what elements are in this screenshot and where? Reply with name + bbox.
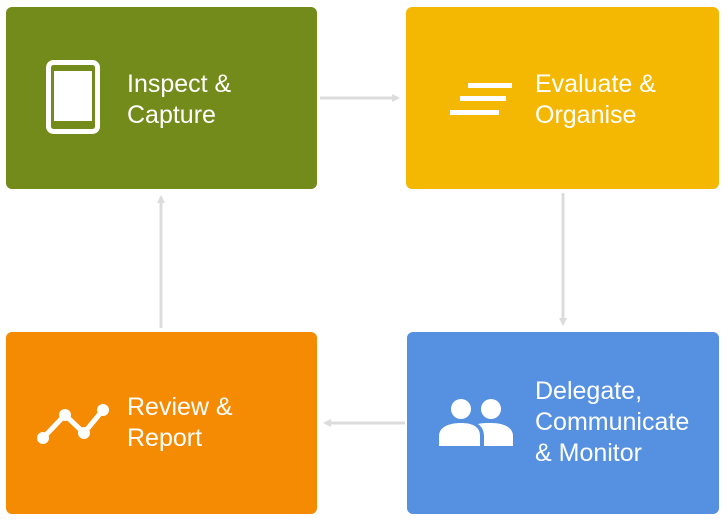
people-icon — [439, 398, 513, 446]
step-review-report: Review & Report — [6, 332, 317, 514]
step-label-line: & Monitor — [535, 439, 642, 467]
step-label-line: Capture — [127, 101, 216, 129]
step-label-line: Report — [127, 424, 203, 452]
step-label-line: Evaluate & — [535, 70, 656, 98]
sort-lines-icon — [450, 83, 512, 119]
trend-line-icon — [36, 403, 110, 445]
step-label: Delegate, Communicate & Monitor — [535, 376, 689, 469]
step-label: Inspect & Capture — [127, 69, 231, 131]
step-label: Evaluate & Organise — [535, 69, 656, 131]
step-label-line: Delegate, — [535, 377, 643, 405]
step-label-line: Organise — [535, 101, 637, 129]
step-inspect-capture: Inspect & Capture — [6, 7, 317, 189]
step-label-line: Review & — [127, 393, 233, 421]
step-label-line: Communicate — [535, 408, 690, 436]
tablet-icon — [46, 60, 100, 134]
step-delegate-communicate-monitor: Delegate, Communicate & Monitor — [407, 332, 719, 514]
step-evaluate-organise: Evaluate & Organise — [406, 7, 719, 189]
step-label: Review & Report — [127, 392, 233, 454]
step-label-line: Inspect & — [127, 70, 232, 98]
